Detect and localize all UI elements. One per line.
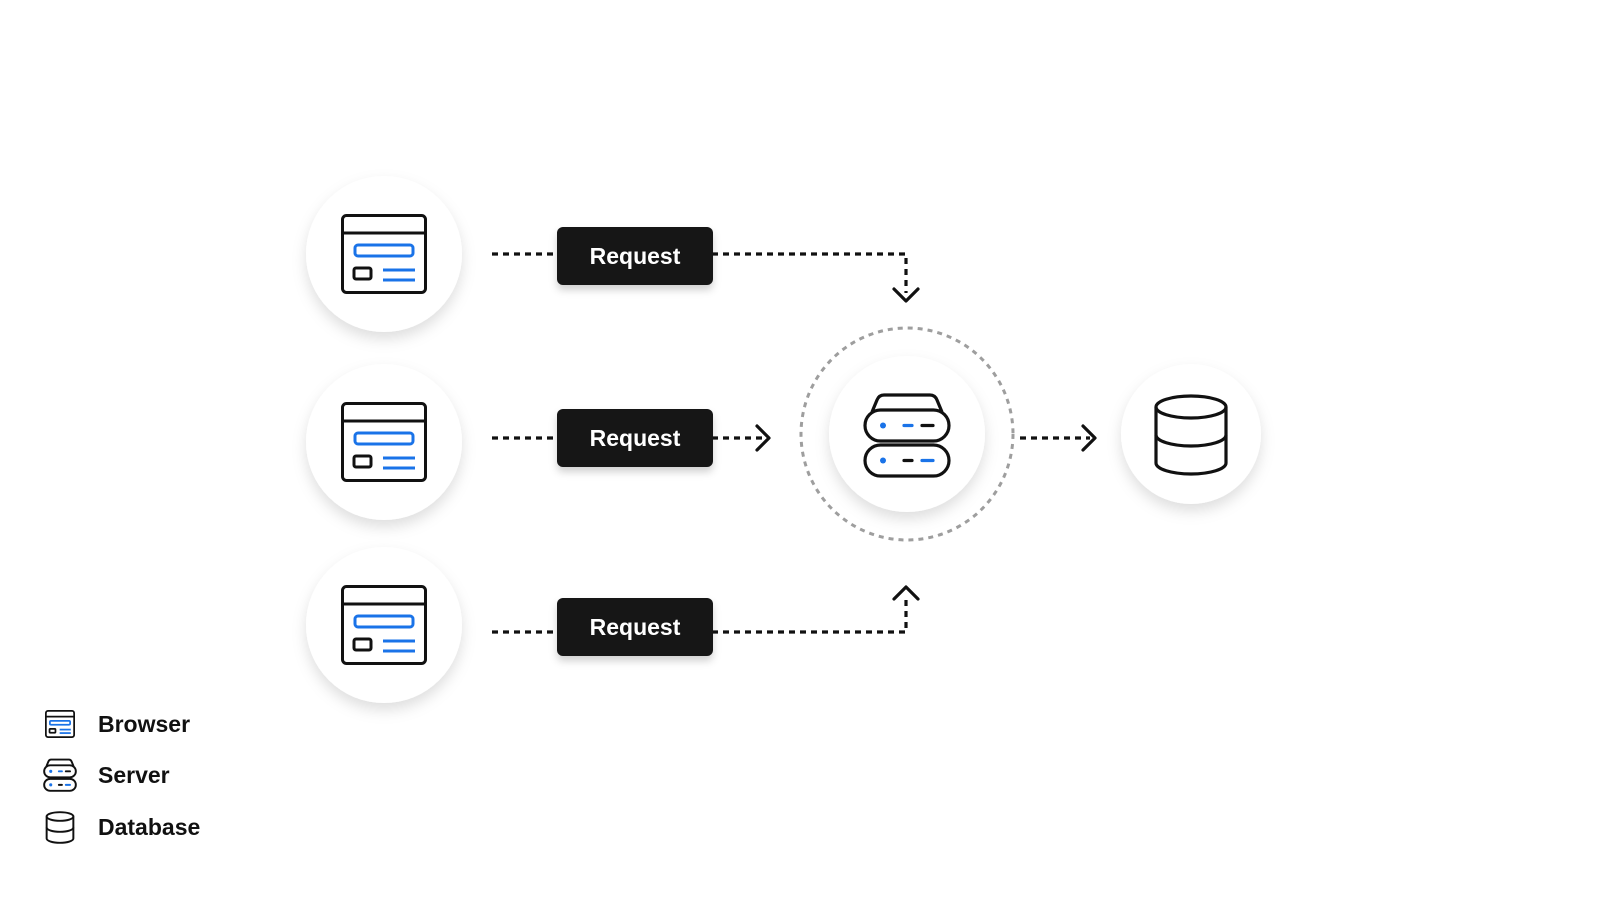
legend-label-server: Server bbox=[98, 761, 170, 788]
server-icon bbox=[40, 755, 80, 795]
request-label-text: Request bbox=[590, 425, 681, 451]
server-node bbox=[799, 326, 1015, 542]
request-label-text: Request bbox=[590, 243, 681, 269]
legend-label-database: Database bbox=[98, 813, 201, 840]
browser-node-3 bbox=[306, 547, 462, 703]
legend-item-browser: Browser bbox=[40, 704, 190, 744]
browser-node-1 bbox=[306, 176, 462, 332]
legend-item-database: Database bbox=[40, 807, 200, 847]
arrowhead-right-icon bbox=[1081, 424, 1097, 452]
legend-item-server: Server bbox=[40, 755, 170, 795]
database-node bbox=[1121, 364, 1261, 504]
browser-node-2 bbox=[306, 364, 462, 520]
arrowheads bbox=[755, 287, 1097, 601]
browser-icon bbox=[40, 704, 80, 744]
request-label-1: Request bbox=[557, 227, 713, 285]
request-label-2: Request bbox=[557, 409, 713, 467]
database-icon bbox=[40, 807, 80, 847]
request-label-3: Request bbox=[557, 598, 713, 656]
legend-label-browser: Browser bbox=[98, 710, 191, 737]
arrowhead-right-icon bbox=[755, 424, 771, 452]
arrowhead-down-icon bbox=[892, 287, 920, 303]
arrowhead-up-icon bbox=[892, 585, 920, 601]
request-label-text: Request bbox=[590, 614, 681, 640]
server-dashed-ring bbox=[799, 326, 1015, 542]
